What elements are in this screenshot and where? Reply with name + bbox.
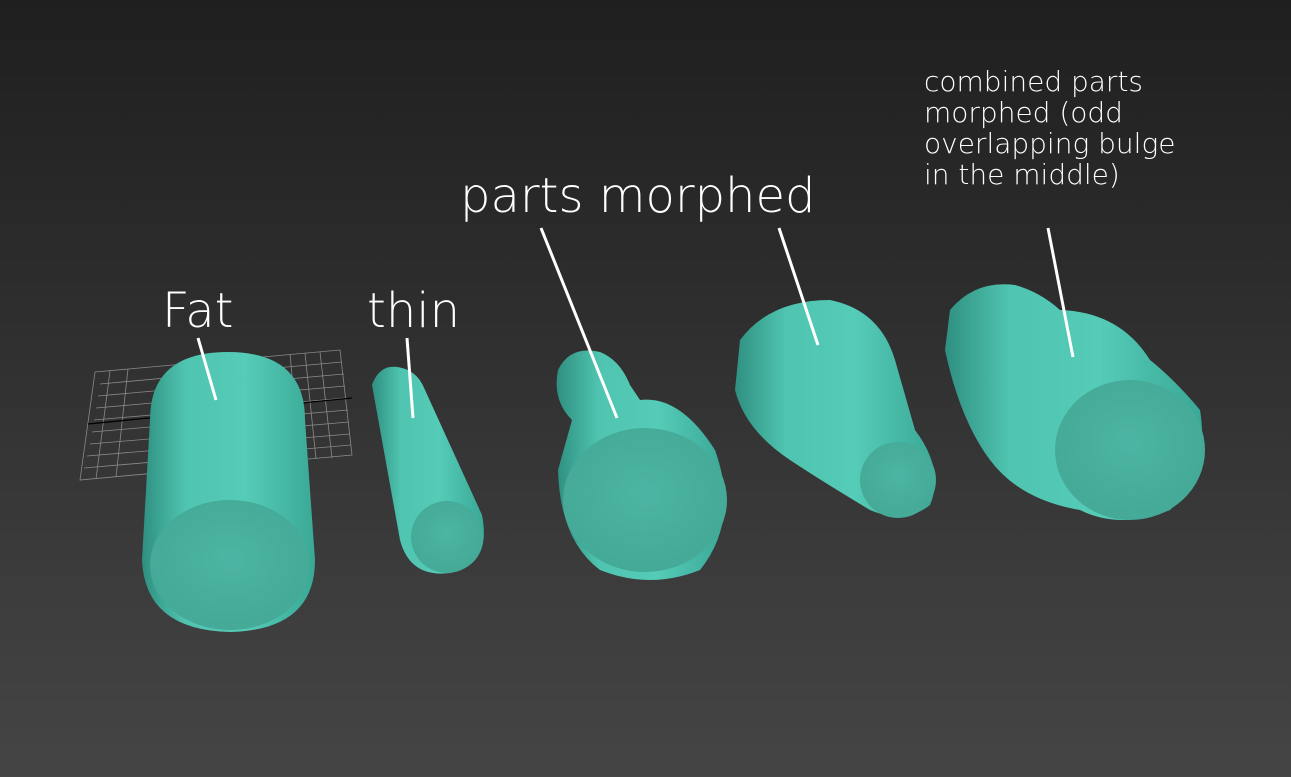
leader-lines: [196, 227, 1075, 419]
label-parts-morphed: parts morphed: [460, 168, 816, 224]
combined-parts-shape: [945, 284, 1205, 520]
label-combined-parts: combined parts morphed (odd overlapping …: [924, 65, 1176, 191]
morphed-bottle-shape: [735, 300, 936, 518]
parts-morphed-shape: [556, 350, 727, 580]
thin-cylinder: [372, 366, 484, 574]
label-fat: Fat: [162, 283, 234, 339]
label-thin: thin: [367, 283, 460, 339]
fat-cylinder: [142, 352, 315, 632]
